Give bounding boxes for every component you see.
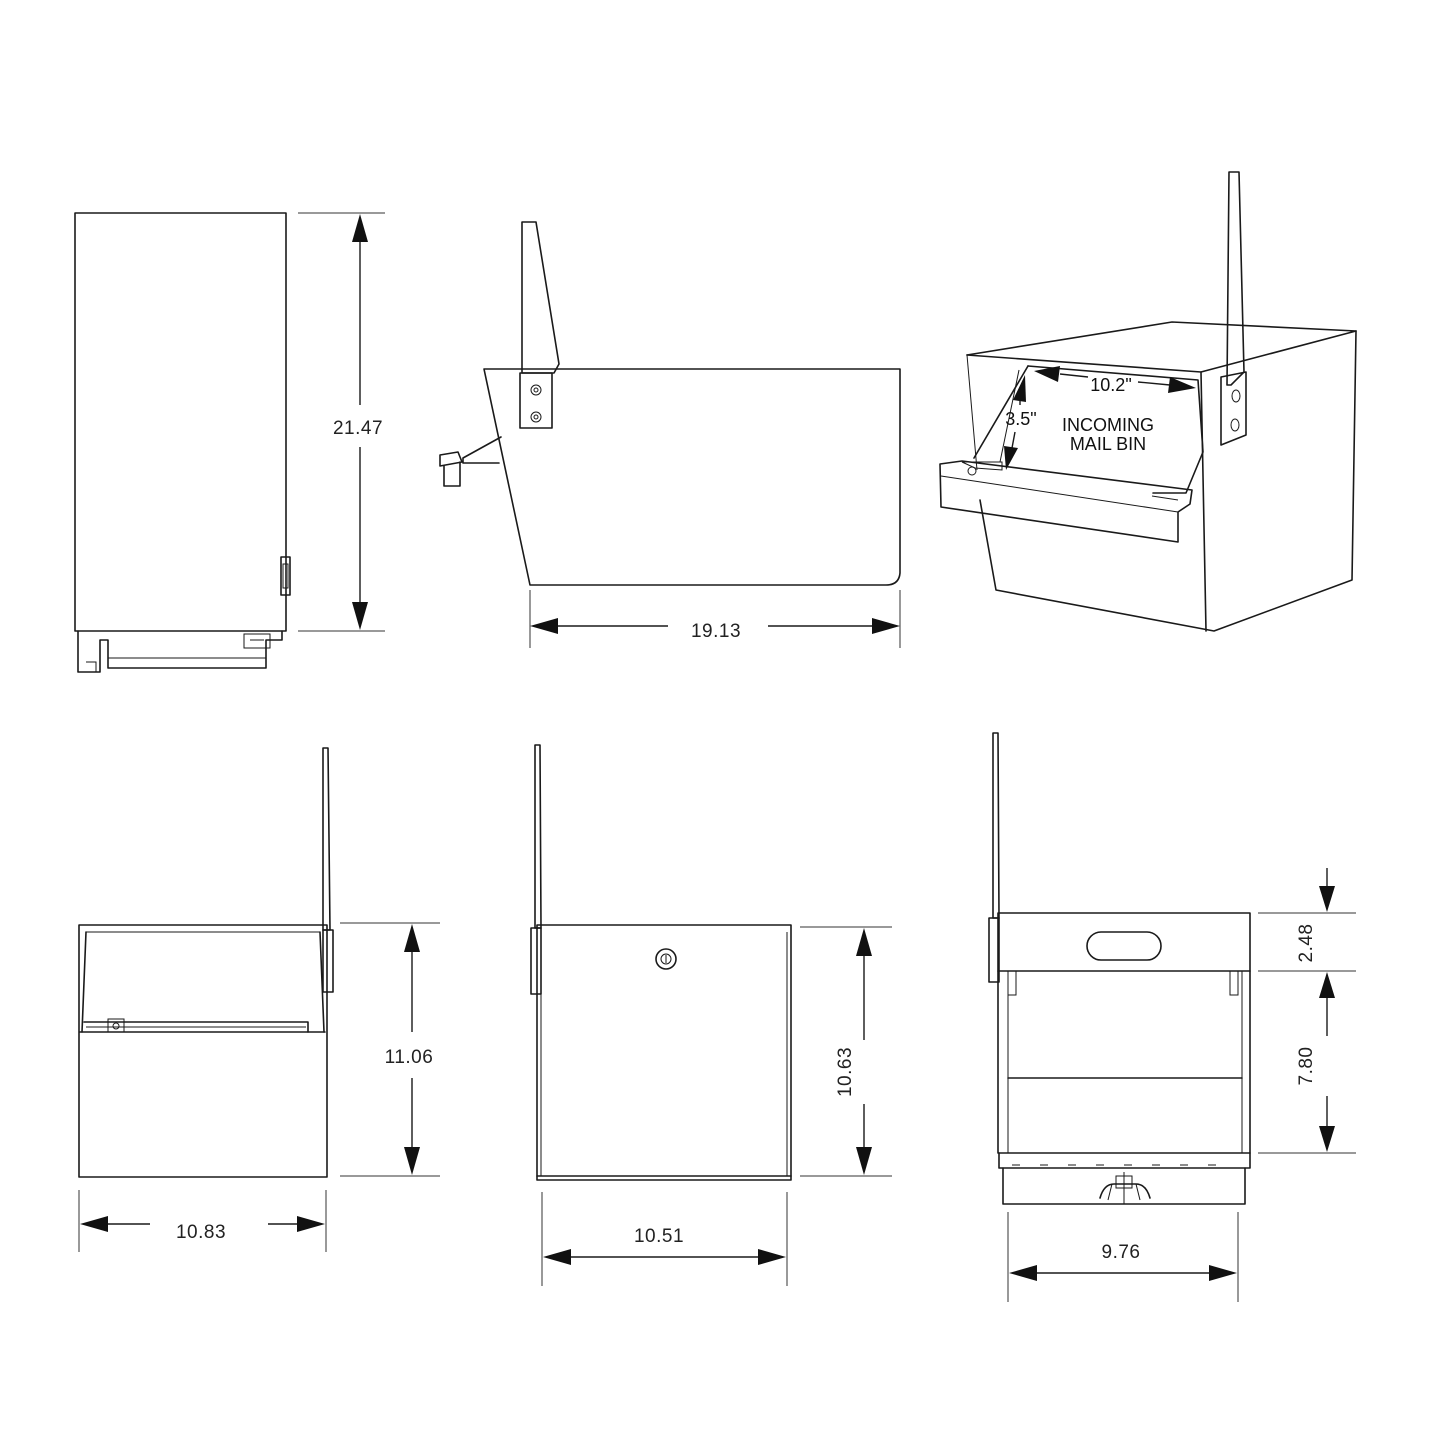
lock-icon (655, 948, 677, 970)
dim-side-height: 21.47 (333, 418, 383, 439)
back-flag-bracket (530, 927, 542, 995)
open-body (997, 912, 1251, 1154)
dim-side-length: 19.13 (691, 621, 741, 642)
side-body (74, 212, 287, 632)
dim-open-slot-height: 2.48 (1296, 924, 1317, 963)
tray-latch (1099, 1183, 1151, 1199)
dim-front-height: 11.06 (385, 1047, 434, 1068)
side-long-body (483, 368, 901, 586)
front-flag-bracket (322, 929, 334, 993)
iso-bin-opening (1027, 365, 1204, 494)
front-flag (322, 747, 331, 931)
back-flag (534, 744, 542, 929)
side-bin-base (77, 630, 283, 673)
dim-back-width: 10.51 (634, 1226, 684, 1247)
callout-line-1: INCOMING (1062, 415, 1154, 435)
iso-flag-bracket (1220, 371, 1247, 446)
door-handle (462, 436, 502, 464)
view-front: 11.06 10.83 (78, 747, 440, 1252)
view-back: 10.63 10.51 (530, 744, 892, 1286)
side-latch (280, 556, 291, 596)
handle-slot (1086, 931, 1162, 961)
view-side-vertical: 21.47 (74, 212, 385, 673)
dim-bin-depth: 3.5" (1005, 409, 1036, 429)
dim-front-width: 10.83 (176, 1222, 226, 1243)
front-tray-lip (83, 1021, 309, 1033)
iso-flag (1226, 171, 1245, 386)
open-tray (998, 1152, 1251, 1169)
open-flag (992, 732, 1000, 919)
view-isometric: 10.2" 3.5" INCOMING MAIL BIN (939, 171, 1357, 632)
flag (521, 221, 560, 374)
iso-body (966, 321, 1357, 632)
dim-open-width: 9.76 (1102, 1242, 1141, 1263)
dim-open-bin-height: 7.80 (1296, 1047, 1317, 1086)
dim-back-height: 10.63 (835, 1047, 856, 1097)
view-front-open: 2.48 7.80 9.76 (988, 732, 1356, 1302)
dim-bin-width: 10.2" (1090, 375, 1131, 395)
open-flag-bracket (988, 917, 1000, 983)
iso-tray (939, 460, 1193, 543)
callout-line-2: MAIL BIN (1070, 434, 1146, 454)
front-body (78, 924, 328, 1178)
flag-bracket (519, 372, 553, 429)
side-hinge (243, 633, 271, 649)
view-side-horizontal: 19.13 (439, 221, 901, 648)
